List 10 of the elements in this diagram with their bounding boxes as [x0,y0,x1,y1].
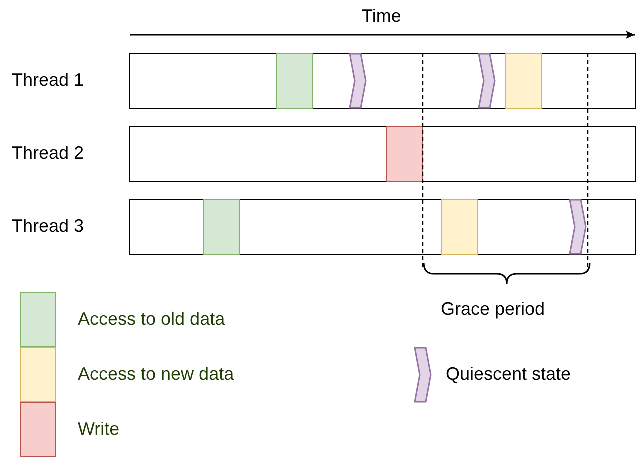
legend-label: Access to old data [78,310,226,328]
thread-label: Thread 1 [12,71,84,89]
legend-label: Quiescent state [446,365,572,383]
bracket-label: Grace period [441,300,546,318]
axis-label: Time [362,7,402,25]
legend-label: Write [78,420,120,438]
legend-label: Access to new data [78,365,234,383]
thread-label: Thread 3 [12,217,84,235]
thread-label: Thread 2 [12,144,84,162]
timeline-lane [129,126,636,182]
